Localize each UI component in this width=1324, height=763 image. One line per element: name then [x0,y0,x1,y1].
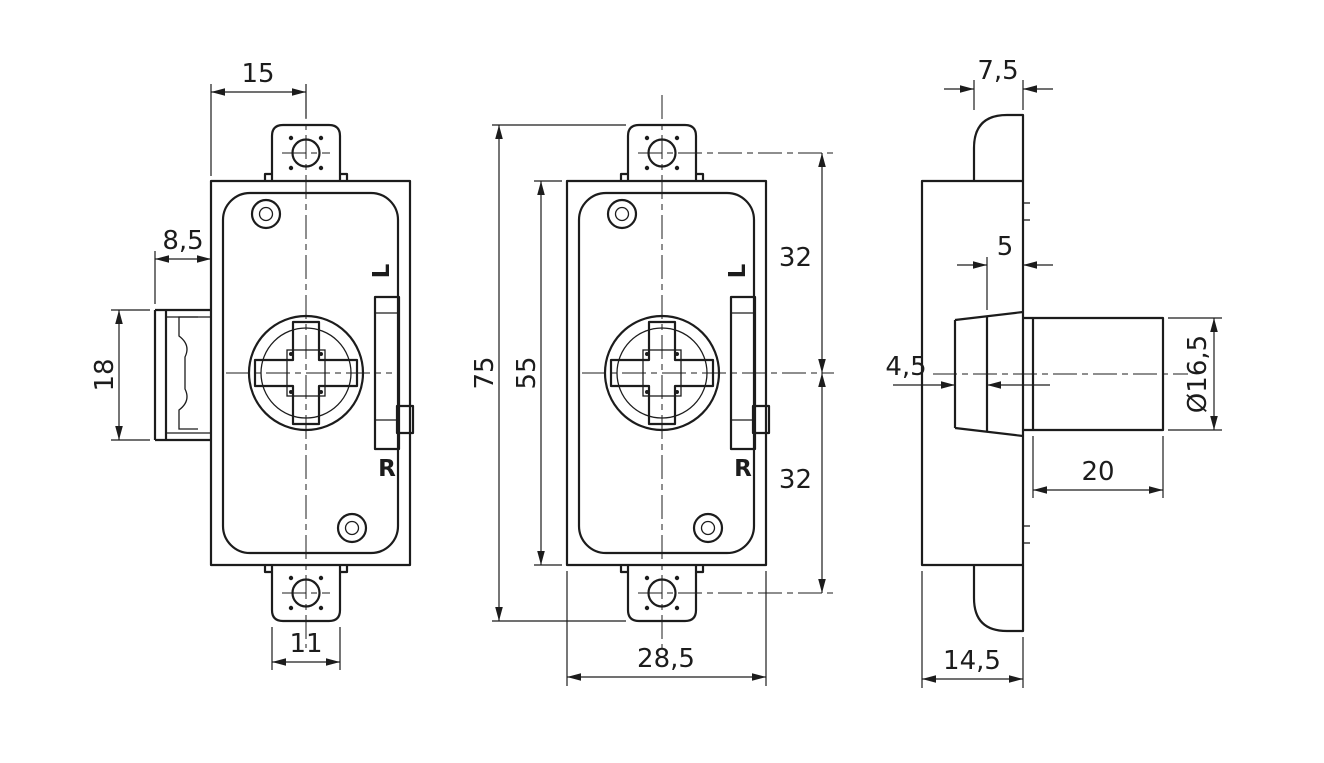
edge-ticks [1023,202,1030,544]
flange-bottom [972,565,1025,633]
cam-tab [751,404,771,435]
centerlines-left-view [226,95,392,648]
dimension-lines-front-view [492,124,826,686]
dim-tab-width-label: 11 [289,629,322,659]
slider-channel [373,295,415,451]
tab-bottom-hole-dots [644,575,680,611]
latch-bolt [153,308,211,442]
dim-body-width-label: 28,5 [637,644,695,674]
dim-face-to-plate-label: 5 [997,232,1014,262]
dim-slot-width-label: 4,5 [885,352,926,382]
side-view: 7,5 5 4,5 Ø16,5 20 14,5 [885,56,1222,688]
orientation-letter-r: R [378,456,396,482]
dim-top-width-label: 15 [241,59,274,89]
dim-cylinder-diameter-label: Ø16,5 [1183,335,1213,413]
cam-tab [395,404,415,435]
dim-hole-to-center-top-label: 32 [779,243,812,273]
latch-spring-clip [178,316,198,430]
flange-top [972,113,1025,181]
dimension-lines-side-view [893,80,1222,688]
tab-bottom-hole-dots [288,575,324,611]
tab-top-hole-dots [288,135,324,171]
tab-top-hole-dots [644,135,680,171]
orientation-letter-l: L [369,263,395,278]
dimension-lines-left-view [111,84,341,670]
dim-hole-to-center-bottom-label: 32 [779,465,812,495]
dim-total-height-label: 75 [470,356,500,389]
orientation-letter-r: R [734,456,752,482]
plate-outline [920,113,1025,633]
screw-holes [606,198,724,544]
front-view: 75 55 32 32 28,5 L R [470,95,834,686]
centerlines-front-view [582,95,834,648]
dim-total-depth-label: 14,5 [943,646,1001,676]
front-view-with-latch: 15 8,5 18 11 L R [90,59,415,670]
dim-latch-depth-label: 8,5 [162,226,203,256]
orientation-letter-l: L [725,263,751,278]
dim-flange-depth-label: 7,5 [977,56,1018,86]
dim-latch-height-label: 18 [90,358,120,391]
dim-body-height-label: 55 [512,356,542,389]
screw-holes [250,198,368,544]
dim-cylinder-length-label: 20 [1081,457,1114,487]
